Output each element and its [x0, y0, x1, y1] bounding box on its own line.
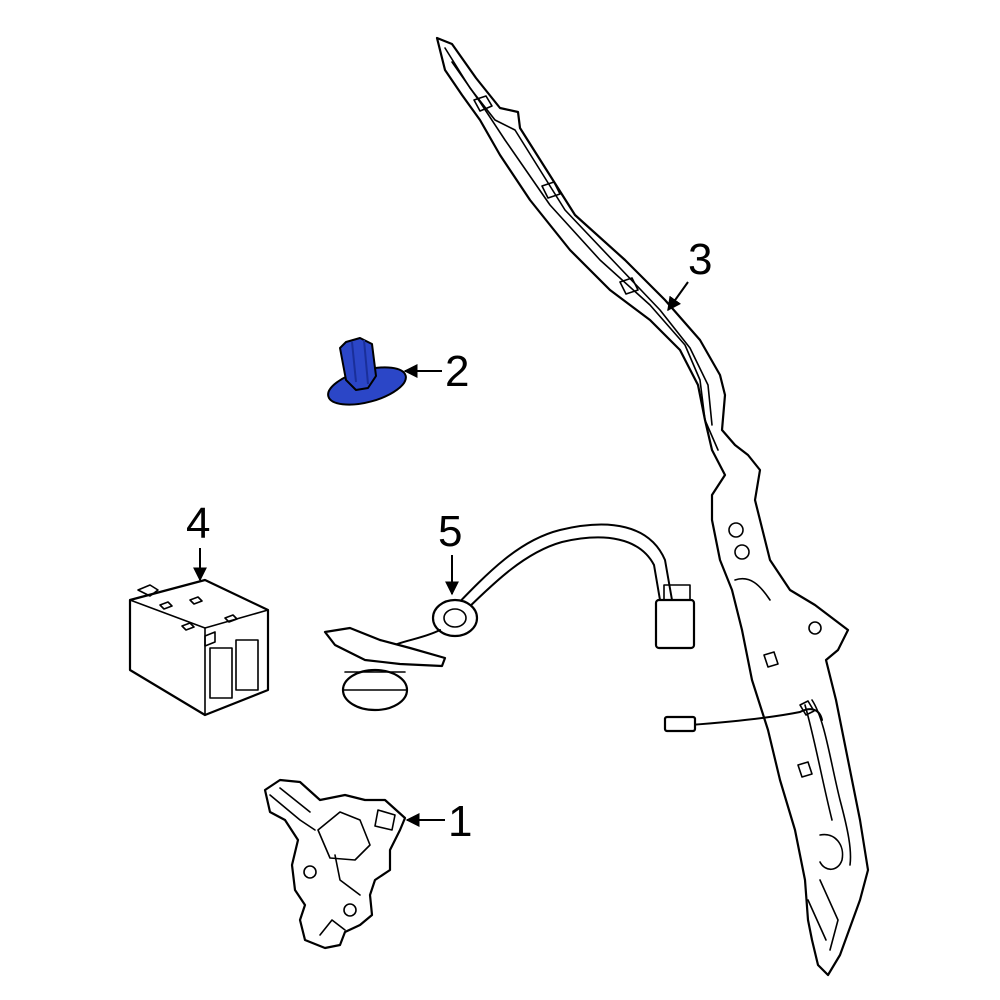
actuator-bracket-icon[interactable]: [263, 778, 407, 950]
leader-3: [667, 281, 689, 312]
callout-label-4: 4: [186, 499, 210, 548]
control-module-icon[interactable]: [128, 578, 270, 717]
callout-label-1: 1: [448, 797, 472, 846]
callout-label-5: 5: [438, 507, 462, 556]
callout-label-2: 2: [445, 347, 469, 396]
callout-5: 5: [438, 507, 462, 596]
callout-label-3: 3: [688, 235, 712, 284]
pillar-trim-panel-icon[interactable]: [435, 36, 870, 977]
callout-2: 2: [403, 347, 469, 396]
callout-4: 4: [186, 499, 210, 582]
callout-1: 1: [405, 797, 472, 846]
push-pin-retainer-icon[interactable]: [324, 337, 410, 412]
callout-3: 3: [667, 235, 712, 312]
panel-wire-connector-icon[interactable]: [663, 700, 823, 733]
wiring-harness-icon[interactable]: [323, 523, 696, 712]
